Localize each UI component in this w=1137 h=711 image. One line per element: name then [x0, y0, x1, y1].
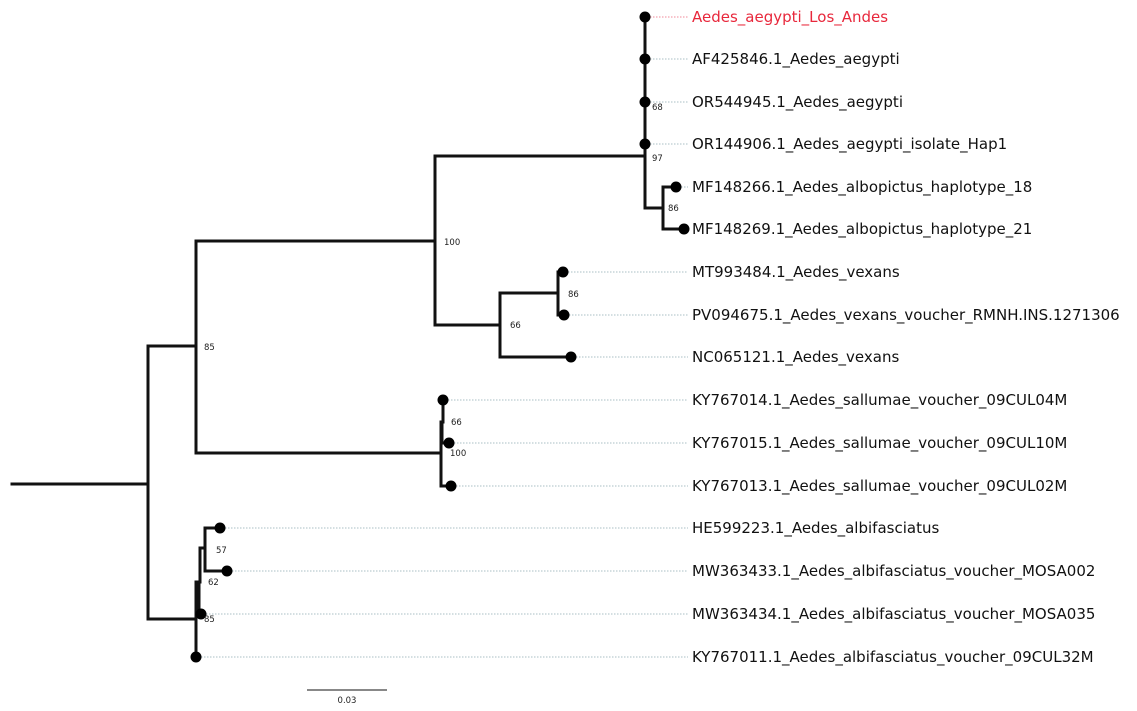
tip-node: [558, 309, 570, 321]
bootstrap-value: 86: [668, 204, 679, 214]
tip-label: NC065121.1_Aedes_vexans: [692, 348, 899, 367]
tip-label: MW363434.1_Aedes_albifasciatus_voucher_M…: [692, 605, 1095, 624]
tip-node: [443, 437, 455, 449]
tip-label: KY767014.1_Aedes_sallumae_voucher_09CUL0…: [692, 391, 1067, 410]
tip-node: [557, 266, 569, 278]
tip-label: KY767015.1_Aedes_sallumae_voucher_09CUL1…: [692, 434, 1067, 453]
tip-label: MF148266.1_Aedes_albopictus_haplotype_18: [692, 178, 1032, 197]
branch: [643, 15, 665, 210]
tip-label: HE599223.1_Aedes_albifasciatus: [692, 519, 939, 538]
tip-label: MW363433.1_Aedes_albifasciatus_voucher_M…: [692, 562, 1095, 581]
tip-node: [445, 480, 457, 492]
tip-node: [639, 53, 651, 65]
bootstrap-value: 68: [652, 103, 663, 113]
tip-node: [565, 351, 577, 363]
branch: [194, 526, 229, 659]
tip-label: AF425846.1_Aedes_aegypti: [692, 50, 900, 69]
scale-bar-label: 0.03: [338, 696, 357, 706]
branch: [498, 291, 573, 359]
tip-node: [214, 522, 226, 534]
bootstrap-values: 68 97 86 100 86 66 85 66 100 57 62 85: [204, 103, 679, 625]
tip-label: KY767011.1_Aedes_albifasciatus_voucher_0…: [692, 648, 1094, 667]
tip-label: MT993484.1_Aedes_vexans: [692, 263, 900, 282]
branch: [661, 185, 686, 231]
scale-bar: 0.03: [307, 689, 387, 706]
tip-label: OR544945.1_Aedes_aegypti: [692, 93, 903, 112]
branch: [433, 154, 647, 327]
tip-label: PV094675.1_Aedes_vexans_voucher_RMNH.INS…: [692, 306, 1120, 325]
tip-node: [639, 11, 651, 23]
branch: [194, 239, 443, 455]
bootstrap-value: 66: [451, 418, 462, 428]
tip-node: [195, 608, 207, 620]
tip-label: KY767013.1_Aedes_sallumae_voucher_09CUL0…: [692, 477, 1067, 496]
tip-node: [437, 394, 449, 406]
bootstrap-value: 100: [450, 449, 466, 459]
tip-label: Aedes_aegypti_Los_Andes: [692, 8, 888, 27]
tree-branches: [10, 15, 686, 659]
tip-node: [678, 223, 690, 235]
bootstrap-value: 85: [204, 343, 215, 353]
bootstrap-value: 86: [568, 290, 579, 300]
tip-label: MF148269.1_Aedes_albopictus_haplotype_21: [692, 220, 1032, 239]
tip-label: OR144906.1_Aedes_aegypti_isolate_Hap1: [692, 135, 1007, 154]
bootstrap-value: 57: [216, 546, 227, 556]
tip-node: [670, 181, 682, 193]
tip-node: [190, 651, 202, 663]
bootstrap-value: 97: [652, 154, 663, 164]
branch: [146, 344, 198, 621]
tip-node: [639, 96, 651, 108]
branch: [556, 270, 566, 317]
bootstrap-value: 100: [444, 238, 460, 248]
bootstrap-value: 66: [510, 321, 521, 331]
tip-node: [639, 138, 651, 150]
bootstrap-value: 62: [208, 578, 219, 588]
bootstrap-value: 85: [204, 615, 215, 625]
tip-node: [221, 565, 233, 577]
